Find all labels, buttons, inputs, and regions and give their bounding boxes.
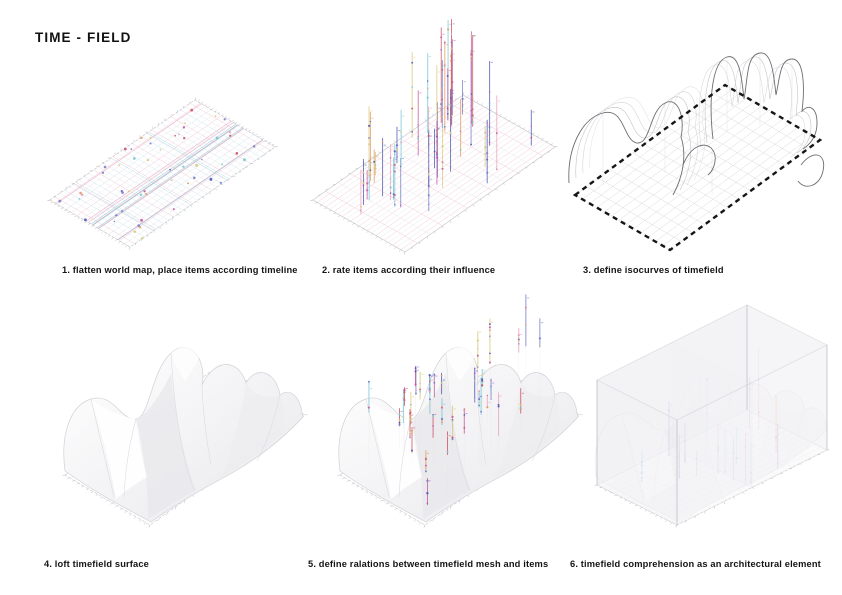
panel-loft-surface: [45, 315, 315, 545]
panel-isocurves: [565, 45, 830, 255]
step-3-caption: 3. define isocurves of timefield: [583, 265, 724, 275]
influence-stems-illustration: [310, 19, 558, 255]
step-6-caption: 6. timefield comprehension as an archite…: [570, 559, 821, 569]
isocurves-illustration: [568, 52, 825, 252]
architectural-box-illustration: [594, 304, 830, 528]
page-title: TIME - FIELD: [35, 30, 132, 45]
panel-flatten-map: [40, 85, 285, 255]
step-4-caption: 4. loft timefield surface: [44, 559, 150, 569]
panel-rate-items: [305, 19, 565, 255]
step-1-caption: 1. flatten world map, place items accord…: [62, 265, 298, 275]
step-5-caption: 5. define ralations between timefield me…: [308, 559, 549, 569]
step-2-caption: 2. rate items according their influence: [322, 265, 496, 275]
panel-architectural-element: [585, 300, 840, 545]
flatten-map-illustration: [47, 97, 278, 250]
mesh-items-illustration: [337, 294, 583, 528]
loft-surface-illustration: [62, 346, 308, 528]
panel-mesh-items: [320, 294, 590, 545]
